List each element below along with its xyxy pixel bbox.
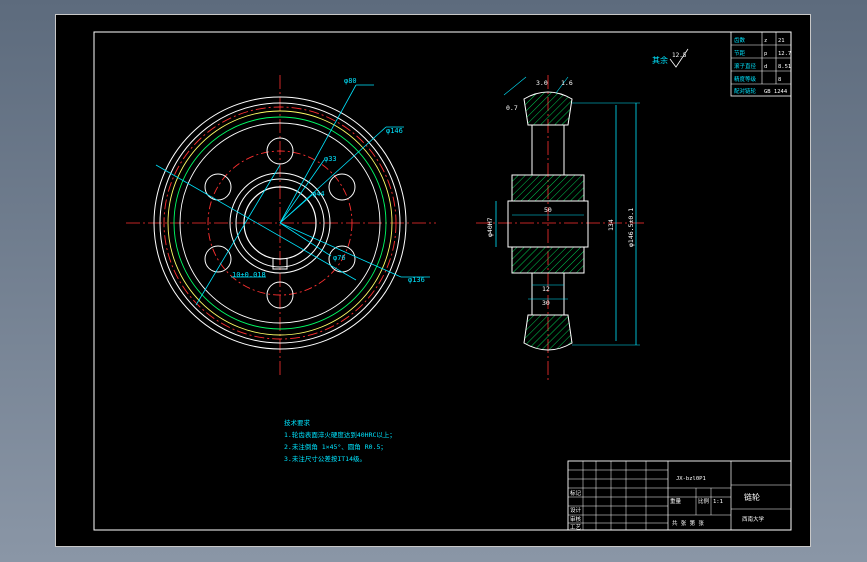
hub-top-section bbox=[511, 174, 585, 202]
roughness-check-icon bbox=[669, 48, 689, 68]
root-circle bbox=[167, 110, 393, 336]
lightening-hole-6 bbox=[204, 173, 232, 201]
param-sym-2: p bbox=[764, 51, 767, 57]
rim-inner-circle bbox=[179, 122, 381, 324]
dim-d80: φ80 bbox=[344, 77, 357, 85]
leader-diag-1 bbox=[155, 164, 357, 281]
dim-d44: φ44 bbox=[312, 190, 325, 198]
lightening-hole-4 bbox=[266, 281, 294, 309]
tb-weight-label: 重量 bbox=[670, 497, 682, 505]
param-sym-3: d bbox=[764, 64, 767, 70]
param-label-3: 滚子直径 bbox=[734, 62, 757, 70]
param-val-2: 12.7 bbox=[778, 51, 791, 57]
inner-border bbox=[93, 31, 792, 531]
dim-fillet: 1.6 bbox=[561, 79, 573, 87]
part-name: 链轮 bbox=[744, 492, 760, 502]
param-val-1: 21 bbox=[778, 38, 785, 44]
outer-circle-2 bbox=[159, 102, 401, 344]
pitch-circle bbox=[163, 106, 397, 340]
hub-circle-inner bbox=[235, 178, 325, 268]
drawing-number: JX-bzl0P1 bbox=[676, 476, 706, 482]
hub-circle bbox=[229, 172, 331, 274]
param-val-4: 8 bbox=[778, 77, 781, 83]
keyway bbox=[272, 258, 288, 270]
front-dimension-labels: φ80 φ146 φ33 φ44 φ76 φ136 10±0.018 bbox=[232, 77, 425, 284]
technical-notes: 技术要求 1.轮齿表面淬火硬度达到40HRC以上； 2.未注倒角 1×45°、圆… bbox=[284, 418, 396, 463]
note-1: 1.轮齿表面淬火硬度达到40HRC以上； bbox=[284, 430, 396, 439]
dim-outer: φ146.5±0.1 bbox=[627, 208, 635, 247]
param-val-5: GB 1244 bbox=[764, 89, 788, 95]
tb-sheet: 共 张 第 张 bbox=[672, 519, 704, 527]
leader-d136 bbox=[279, 222, 402, 278]
leader-d76 bbox=[279, 222, 332, 257]
note-3: 3.未注尺寸公差按IT14级。 bbox=[284, 454, 366, 463]
lightening-hole-5 bbox=[204, 245, 232, 273]
dim-d146: φ146 bbox=[386, 127, 403, 135]
lightening-hole-2 bbox=[328, 173, 356, 201]
roughness-symbol: 其余 12.5 bbox=[652, 48, 689, 68]
dim-angle: 0.7 bbox=[506, 104, 518, 112]
param-label-2: 节距 bbox=[734, 49, 746, 57]
dim-rim-w: 12 bbox=[542, 285, 550, 293]
dim-pitch: 3.0 bbox=[536, 79, 548, 87]
tb-scale-label: 比例 bbox=[698, 497, 710, 505]
leader-d44 bbox=[279, 194, 313, 224]
dim-hub-len: 50 bbox=[544, 206, 552, 214]
tb-scale: 1:1 bbox=[713, 499, 723, 505]
dim-d136: φ136 bbox=[408, 276, 425, 284]
tb-label-design: 设计 bbox=[570, 506, 582, 514]
dim-height: 134 bbox=[607, 219, 615, 231]
param-label-5: 配对链轮 bbox=[734, 87, 757, 95]
section-view bbox=[476, 75, 646, 380]
dim-bore: φ40H7 bbox=[486, 217, 494, 237]
title-block: JX-bzl0P1 链轮 标记 设计 审核 工艺 比例 1:1 重量 共 张 第… bbox=[567, 460, 792, 531]
parameter-table: 齿数 z 21 节距 p 12.7 滚子直径 d 8.51 精度等级 8 配对链… bbox=[730, 31, 792, 97]
dim-d76: φ76 bbox=[333, 254, 346, 262]
dim-hub-w: 30 bbox=[542, 299, 550, 307]
dim-d33: φ33 bbox=[324, 155, 337, 163]
tip-circle bbox=[153, 96, 407, 350]
leader-d33 bbox=[279, 159, 325, 224]
param-val-3: 8.51 bbox=[778, 64, 791, 70]
roughness-value: 12.5 bbox=[672, 52, 687, 59]
hole-pitch-circle bbox=[207, 150, 353, 296]
tb-company: 西南大学 bbox=[742, 515, 765, 523]
cad-drawing: φ80 φ146 φ33 φ44 φ76 φ136 10±0.018 bbox=[93, 31, 792, 531]
roughness-label: 其余 bbox=[652, 55, 668, 65]
front-view bbox=[126, 75, 436, 375]
drawing-sheet: φ80 φ146 φ33 φ44 φ76 φ136 10±0.018 bbox=[55, 14, 811, 547]
param-sym-1: z bbox=[764, 38, 767, 44]
note-2: 2.未注倒角 1×45°、圆角 R0.5； bbox=[284, 442, 387, 451]
tb-label-check: 审核 bbox=[570, 515, 582, 523]
rim-bottom-section bbox=[523, 314, 573, 351]
dim-keyway: 10±0.018 bbox=[232, 271, 266, 279]
tb-label-mark: 标记 bbox=[570, 489, 582, 497]
tb-label-process: 工艺 bbox=[570, 524, 582, 531]
leader-d146 bbox=[279, 126, 387, 224]
notes-title: 技术要求 bbox=[284, 418, 311, 427]
bore-circle bbox=[243, 186, 317, 260]
section-dimension-labels: 3.0 1.6 0.7 50 30 12 φ40H7 134 φ146.5±0.… bbox=[486, 79, 635, 307]
param-label-1: 齿数 bbox=[734, 36, 746, 44]
rim-circle bbox=[173, 116, 387, 330]
leader-d80 bbox=[279, 84, 357, 224]
leader-diag-2 bbox=[195, 164, 281, 306]
bore-section bbox=[507, 200, 589, 248]
rim-top-section bbox=[523, 91, 573, 126]
hub-bottom-section bbox=[511, 246, 585, 274]
param-label-4: 精度等级 bbox=[734, 75, 757, 83]
lightening-hole-1 bbox=[266, 137, 294, 165]
